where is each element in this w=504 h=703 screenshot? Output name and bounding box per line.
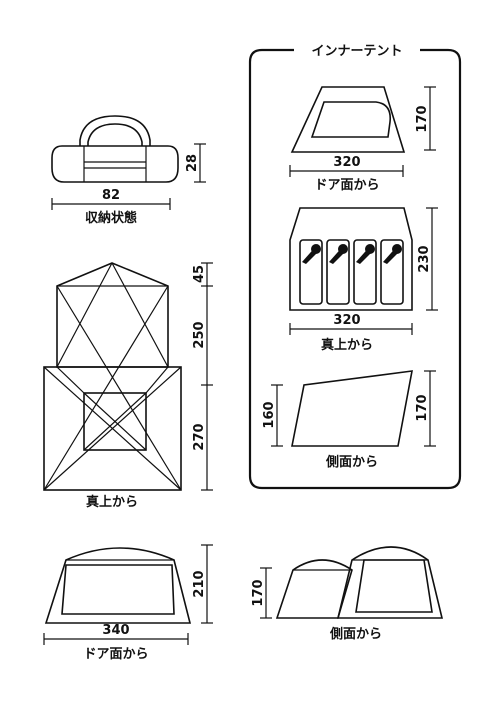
main-side-panel bbox=[355, 559, 433, 613]
inner-top-depth: 230 bbox=[417, 245, 432, 272]
inner-door-width: 320 bbox=[333, 155, 360, 170]
storage-bag-handle-outer bbox=[79, 115, 151, 146]
main-top-inner bbox=[83, 392, 147, 451]
main-door-opening bbox=[61, 564, 175, 615]
inner-side-low-height: 160 bbox=[262, 401, 277, 428]
inner-top-caption: 真上から bbox=[321, 337, 373, 353]
main-side-height: 170 bbox=[251, 579, 266, 606]
main-door-width: 340 bbox=[102, 623, 129, 638]
storage-bag-handle-inner bbox=[87, 123, 143, 146]
inner-side-caption: 側面から bbox=[325, 454, 378, 470]
inner-top-outline bbox=[289, 207, 413, 311]
main-side-rear-dome bbox=[336, 546, 444, 619]
main-door-view: 210 340 ドア面から bbox=[43, 544, 213, 662]
storage-height: 28 bbox=[185, 154, 200, 172]
main-top-vestibule bbox=[56, 262, 169, 368]
inner-side-outline bbox=[291, 370, 413, 447]
inner-tent-title: インナーテント bbox=[311, 44, 402, 59]
inner-door-outline bbox=[290, 86, 406, 153]
inner-tent-panel: インナーテント bbox=[248, 44, 462, 490]
main-top-view: 45 250 270 真上から bbox=[43, 262, 213, 510]
inner-door-view: 170 320 ドア面から bbox=[289, 86, 436, 193]
inner-tent-frame bbox=[248, 48, 462, 490]
inner-top-sleeping-compartments bbox=[299, 239, 404, 305]
storage-length: 82 bbox=[102, 188, 120, 203]
storage-caption: 収納状態 bbox=[85, 210, 137, 226]
inner-top-view: 230 320 真上から bbox=[289, 207, 438, 353]
main-door-caption: ドア面から bbox=[83, 647, 148, 662]
main-top-front: 45 bbox=[192, 265, 207, 283]
main-top-body bbox=[43, 366, 182, 491]
main-side-caption: 側面から bbox=[329, 626, 382, 642]
inner-door-opening bbox=[310, 101, 392, 138]
inner-door-caption: ドア面から bbox=[314, 178, 379, 193]
inner-side-view: 160 170 側面から bbox=[262, 370, 436, 470]
inner-top-width: 320 bbox=[333, 313, 360, 328]
inner-side-high-height: 170 bbox=[415, 394, 430, 421]
main-side-view: 170 側面から bbox=[251, 546, 444, 642]
storage-bag-body bbox=[51, 145, 179, 183]
main-door-height: 210 bbox=[192, 570, 207, 597]
inner-door-height: 170 bbox=[415, 105, 430, 132]
main-door-outline bbox=[44, 547, 192, 624]
main-top-poles bbox=[43, 262, 182, 491]
main-top-rear: 270 bbox=[192, 423, 207, 450]
main-top-caption: 真上から bbox=[86, 494, 138, 510]
main-top-middle: 250 bbox=[192, 321, 207, 348]
storage-bag-view: 28 82 収納状態 bbox=[51, 115, 206, 226]
